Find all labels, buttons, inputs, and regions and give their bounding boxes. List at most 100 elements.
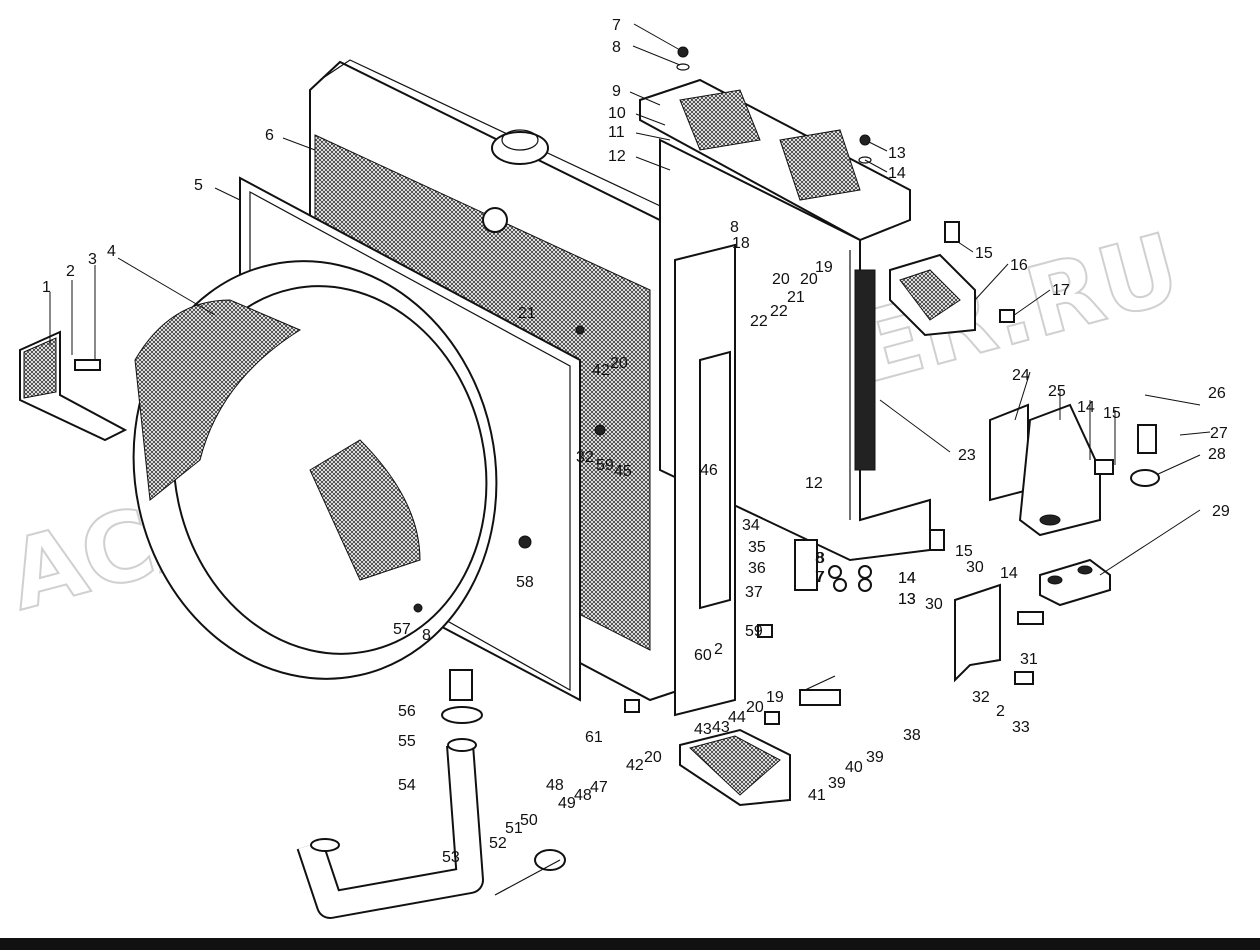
callout-43: 43 <box>712 719 730 736</box>
callout-40: 40 <box>845 759 863 776</box>
shroud-ring <box>132 260 498 680</box>
callout-23: 23 <box>958 447 976 464</box>
callout-59: 59 <box>596 457 614 474</box>
callout-20: 20 <box>800 271 818 288</box>
mount-24 <box>989 403 1029 502</box>
callout-13: 13 <box>888 145 906 162</box>
callout-15: 15 <box>975 245 993 262</box>
callout-26: 26 <box>1208 385 1226 402</box>
callout-43: 43 <box>694 721 712 738</box>
nipple-56 <box>449 669 473 701</box>
callout-56: 56 <box>398 703 416 720</box>
callout-22: 22 <box>770 303 788 320</box>
callout-21: 21 <box>787 289 805 306</box>
callout-20: 20 <box>746 699 764 716</box>
callout-47: 47 <box>590 779 608 796</box>
callout-14: 14 <box>1000 565 1018 582</box>
callout-39: 39 <box>828 775 846 792</box>
callout-21: 21 <box>518 305 536 322</box>
bracket-16 <box>889 253 976 337</box>
callout-24: 24 <box>1012 367 1030 384</box>
callout-38: 38 <box>903 727 921 744</box>
callout-53: 53 <box>442 849 460 866</box>
callout-13: 13 <box>898 591 916 608</box>
callout-46: 46 <box>700 462 718 479</box>
callout-7: 7 <box>815 569 824 586</box>
bracket-left <box>19 330 128 442</box>
callout-numbers: 1 2 3 4 5 6 7 8 9 10 11 12 13 14 15 16 1… <box>42 17 1230 866</box>
callout-19: 19 <box>766 689 784 706</box>
callout-14: 14 <box>1077 399 1095 416</box>
callout-18: 18 <box>732 235 750 252</box>
callout-6: 6 <box>265 127 274 144</box>
callout-8: 8 <box>422 627 431 644</box>
callout-34: 34 <box>742 517 760 534</box>
callout-7: 7 <box>816 569 825 586</box>
bottom-border <box>0 938 1260 950</box>
callout-58: 58 <box>516 574 534 591</box>
callout-52: 52 <box>489 835 507 852</box>
callout-33: 33 <box>1012 719 1030 736</box>
callout-41: 41 <box>808 787 826 804</box>
callout-4: 4 <box>107 243 116 260</box>
callout-19: 19 <box>815 259 833 276</box>
callout-12: 12 <box>608 148 626 165</box>
callout-8: 8 <box>816 550 825 567</box>
side-frame <box>674 243 736 717</box>
mount-29 <box>1039 558 1111 607</box>
callout-55: 55 <box>398 733 416 750</box>
callout-35: 35 <box>748 539 766 556</box>
callout-30: 30 <box>925 596 943 613</box>
callout-11: 11 <box>608 124 625 141</box>
callout-32: 32 <box>972 689 990 706</box>
callout-20: 20 <box>610 355 628 372</box>
callout-8: 8 <box>730 219 739 236</box>
callout-16: 16 <box>1010 257 1028 274</box>
callout-2: 2 <box>714 641 723 658</box>
callout-17: 17 <box>1052 282 1070 299</box>
callout-44: 44 <box>728 709 746 726</box>
callout-48: 48 <box>574 787 592 804</box>
callout-8: 8 <box>612 39 621 56</box>
callout-36: 36 <box>748 560 766 577</box>
callout-8: 8 <box>815 550 824 567</box>
callout-2: 2 <box>66 263 75 280</box>
fasteners <box>74 46 1160 725</box>
bracket-41 <box>679 728 791 807</box>
callout-27: 27 <box>1210 425 1228 442</box>
callout-51: 51 <box>505 820 523 837</box>
fitting-50 <box>494 849 566 896</box>
callout-60: 60 <box>694 647 712 664</box>
callout-22: 22 <box>750 313 768 330</box>
callout-13: 13 <box>898 591 916 608</box>
callout-7: 7 <box>612 17 621 34</box>
hose-54 <box>296 738 484 919</box>
callout-10: 10 <box>608 105 626 122</box>
callout-3: 3 <box>88 251 97 268</box>
callout-59: 59 <box>745 623 763 640</box>
callout-48: 48 <box>546 777 564 794</box>
callout-37: 37 <box>745 584 763 601</box>
callout-29: 29 <box>1212 503 1230 520</box>
callout-25: 25 <box>1048 383 1066 400</box>
callout-42: 42 <box>626 757 644 774</box>
callout-14: 14 <box>888 165 906 182</box>
callout-57: 57 <box>393 621 411 638</box>
callout-14: 14 <box>898 570 916 587</box>
callout-15: 15 <box>955 543 973 560</box>
callout-50: 50 <box>520 812 538 829</box>
callout-12: 12 <box>805 475 823 492</box>
callout-20: 20 <box>772 271 790 288</box>
callout-54: 54 <box>398 777 416 794</box>
clamp-55 <box>441 706 483 724</box>
callout-20: 20 <box>644 749 662 766</box>
callout-15: 15 <box>1103 405 1121 422</box>
callout-14: 14 <box>898 570 916 587</box>
callout-39: 39 <box>866 749 884 766</box>
callout-28: 28 <box>1208 446 1226 463</box>
callout-45: 45 <box>614 463 632 480</box>
callout-61: 61 <box>585 729 603 746</box>
mount-25 <box>1018 403 1101 537</box>
